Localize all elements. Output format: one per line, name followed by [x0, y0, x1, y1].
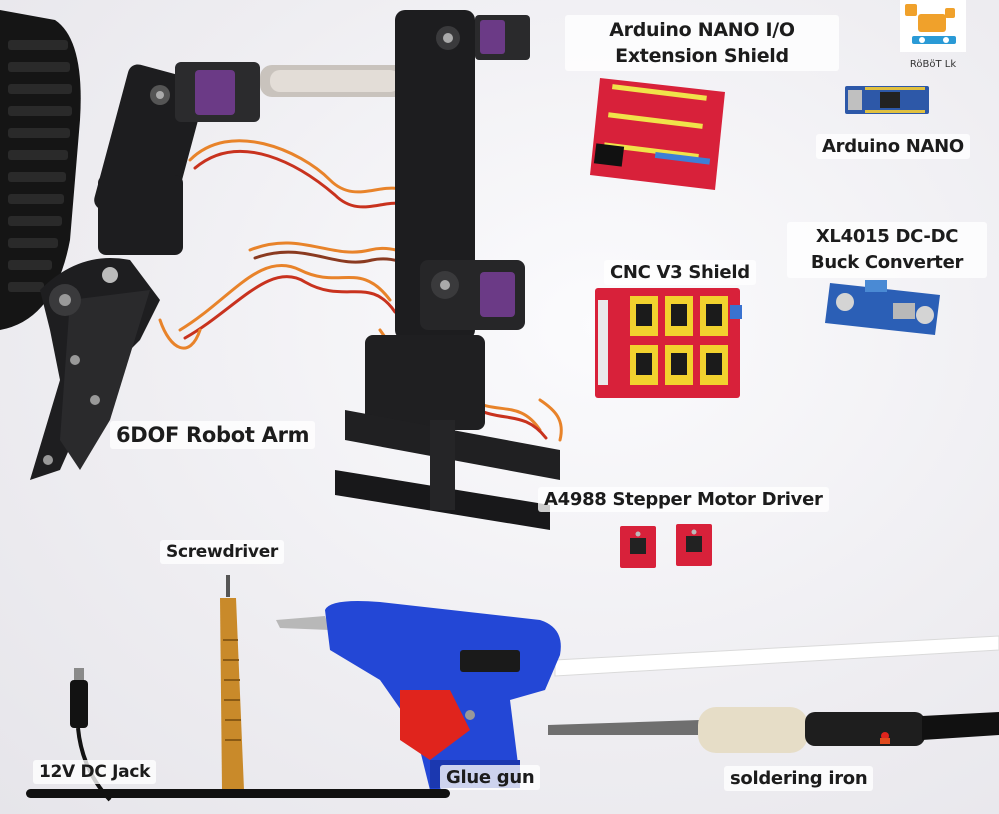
label-arduino-nano: Arduino NANO	[816, 134, 970, 159]
label-screwdriver: Screwdriver	[160, 540, 285, 564]
a4988-drivers	[620, 524, 712, 568]
cnc-v3-shield-board	[595, 288, 742, 398]
glue-stick	[554, 635, 999, 677]
arduino-nano-board	[845, 86, 929, 114]
label-glue-gun: Glue gun	[440, 765, 541, 790]
tank-track	[0, 10, 81, 330]
bottom-bar	[26, 789, 450, 798]
label-robot-arm: 6DOF Robot Arm	[110, 421, 316, 449]
label-nano-io-shield: Arduino NANO I/O Extension Shield	[565, 15, 839, 71]
robot-arm	[30, 10, 560, 530]
label-soldering-iron: soldering iron	[724, 766, 874, 791]
label-dc-jack: 12V DC Jack	[33, 760, 157, 784]
label-stepper-driver: A4988 Stepper Motor Driver	[538, 487, 829, 512]
buck-converter-board	[825, 280, 940, 335]
robot-logo-icon	[900, 0, 966, 52]
nano-io-shield	[590, 78, 725, 190]
label-buck-converter: XL4015 DC-DC Buck Converter	[787, 222, 987, 278]
logo-text: RöBöT Lk	[909, 59, 957, 70]
logo-box: RöBöT Lk	[893, 0, 973, 74]
glue-gun	[276, 601, 561, 790]
label-cnc-shield: CNC V3 Shield	[604, 260, 756, 285]
soldering-iron	[548, 707, 999, 753]
screwdriver	[220, 575, 244, 798]
